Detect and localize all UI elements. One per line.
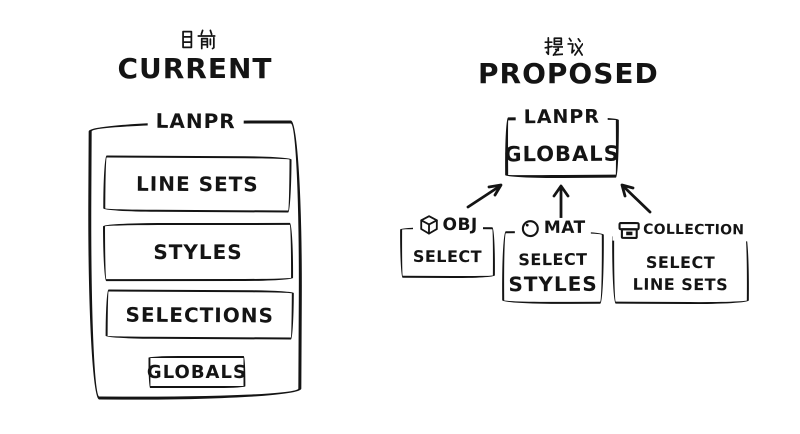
collection-select-line-sets-box: COLLECTION SELECT LINE SETS bbox=[611, 219, 750, 305]
line-sets-label: LINE SETS bbox=[135, 171, 259, 197]
lanpr-globals-label: GLOBALS bbox=[504, 141, 620, 166]
collection-icon bbox=[617, 221, 640, 239]
arrow-mat-to-globals bbox=[552, 184, 570, 221]
mat-box-title: MAT bbox=[514, 217, 591, 240]
cjk-glyph-mu-icon bbox=[182, 30, 193, 49]
selections-box: SELECTIONS bbox=[105, 289, 294, 340]
heading-proposed: PROPOSED bbox=[478, 57, 659, 90]
line-sets-box: LINE SETS bbox=[103, 155, 292, 213]
heading-current: CURRENT bbox=[117, 52, 273, 85]
arrow-obj-to-globals bbox=[466, 183, 503, 209]
collection-line-2: LINE SETS bbox=[632, 274, 729, 295]
mat-line-2: STYLES bbox=[508, 271, 598, 296]
mat-line-1: SELECT bbox=[518, 249, 588, 269]
lanpr-panel-title: LANPR bbox=[147, 108, 244, 134]
selections-label: SELECTIONS bbox=[125, 302, 274, 327]
heading-cjk-current bbox=[180, 29, 216, 50]
cube-icon bbox=[419, 215, 438, 235]
heading-cjk-proposed bbox=[544, 36, 583, 57]
cjk-glyph-ti-icon bbox=[544, 37, 563, 56]
arrows-layer bbox=[466, 183, 652, 221]
arrow-collection-to-globals bbox=[620, 183, 652, 214]
lanpr-panel: LANPR LINE SETS STYLES SELECTIONS GLOBAL… bbox=[87, 108, 303, 401]
sphere-icon bbox=[521, 220, 539, 238]
mat-select-styles-box: MAT SELECT STYLES bbox=[501, 217, 605, 305]
obj-select-box: OBJ SELECT bbox=[399, 213, 496, 279]
obj-line-1: SELECT bbox=[412, 246, 483, 267]
lanpr-globals-box: LANPR GLOBALS bbox=[504, 105, 620, 179]
cjk-glyph-qian-icon bbox=[197, 29, 216, 50]
globals-box: GLOBALS bbox=[146, 355, 247, 389]
globals-label: GLOBALS bbox=[146, 361, 247, 383]
styles-label: STYLES bbox=[153, 239, 243, 265]
collection-box-title: COLLECTION bbox=[612, 219, 750, 242]
cjk-glyph-yi-icon bbox=[567, 37, 583, 56]
collection-line-1: SELECT bbox=[645, 252, 716, 273]
obj-box-title: OBJ bbox=[412, 213, 483, 237]
styles-box: STYLES bbox=[103, 222, 294, 282]
